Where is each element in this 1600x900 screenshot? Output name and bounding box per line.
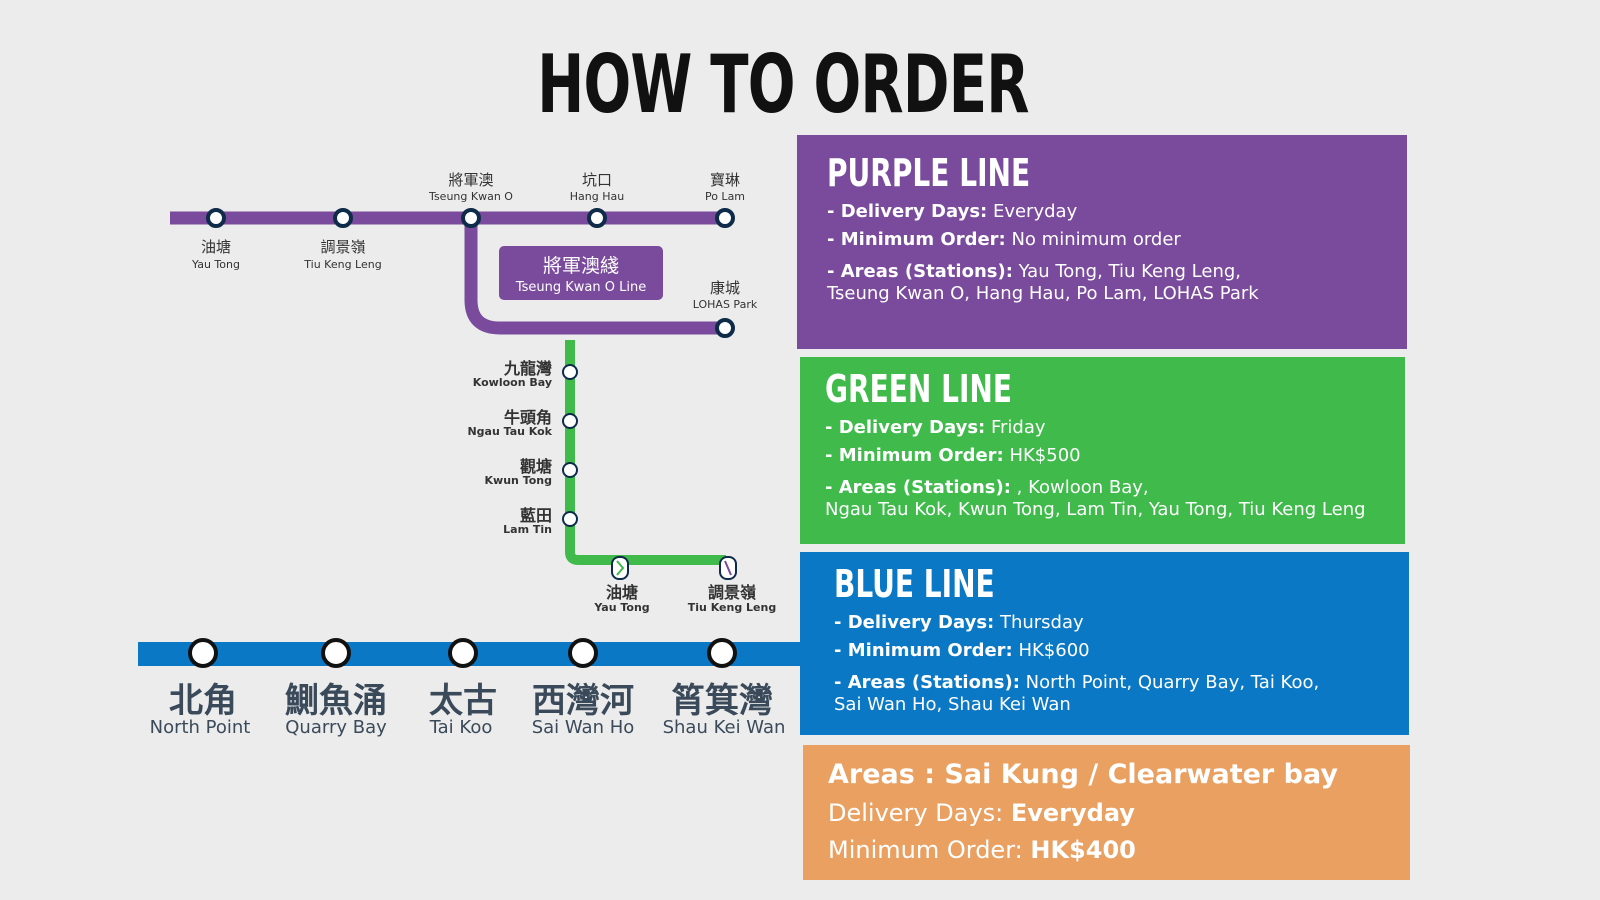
station-node-tseung-kwan-o <box>461 208 481 228</box>
sai-kung-delivery-row: Delivery Days: Everyday <box>828 799 1135 827</box>
blue-line-label-bg <box>138 664 800 754</box>
station-en-ngau-tau-kok: Ngau Tau Kok <box>467 425 552 438</box>
station-node-tiu-keng-leng-purple <box>333 208 353 228</box>
station-node-north-point <box>188 638 218 668</box>
purple-line-branch <box>464 218 725 335</box>
mtr-route-map: 將軍澳綫 Tseung Kwan O Line 油塘 Yau Tong 調景嶺 … <box>138 171 800 754</box>
purple-delivery-row: - Delivery Days: Everyday <box>827 201 1078 222</box>
station-node-tai-koo <box>448 638 478 668</box>
station-en-north-point: North Point <box>150 717 251 738</box>
station-en-quarry-bay: Quarry Bay <box>285 717 387 738</box>
purple-line-heading: PURPLE LINE <box>827 151 1031 195</box>
green-line-track <box>565 340 726 565</box>
tko-line-en: Tseung Kwan O Line <box>515 280 646 295</box>
green-delivery-row: - Delivery Days: Friday <box>825 417 1046 438</box>
station-en-yau-tong-green: Yau Tong <box>593 601 649 614</box>
station-en-tai-koo: Tai Koo <box>429 717 493 738</box>
sai-kung-areas: Areas : Sai Kung / Clearwater bay <box>828 759 1338 790</box>
blue-areas-row: - Areas (Stations): North Point, Quarry … <box>834 672 1320 693</box>
station-node-po-lam <box>715 208 735 228</box>
station-zh-kwun-tong: 觀塘 <box>520 457 552 476</box>
station-en-po-lam: Po Lam <box>705 190 745 203</box>
purple-line-panel: PURPLE LINE - Delivery Days: Everyday - … <box>797 135 1407 349</box>
blue-minimum-row: - Minimum Order: HK$600 <box>834 640 1090 661</box>
blue-areas-line2: Sai Wan Ho, Shau Kei Wan <box>834 694 1071 715</box>
page-title: HOW TO ORDER <box>537 38 1029 131</box>
green-line-heading: GREEN LINE <box>825 367 1013 411</box>
station-node-kwun-tong <box>562 462 578 478</box>
tko-line-zh: 將軍澳綫 <box>543 255 619 277</box>
station-en-tiu-keng-leng-green: Tiu Keng Leng <box>688 601 776 614</box>
station-en-kowloon-bay: Kowloon Bay <box>473 376 552 389</box>
blue-delivery-row: - Delivery Days: Thursday <box>834 612 1084 633</box>
station-zh-lohas-park: 康城 <box>710 279 740 297</box>
station-zh-ngau-tau-kok: 牛頭角 <box>504 408 552 427</box>
station-en-kwun-tong: Kwun Tong <box>485 474 552 487</box>
station-zh-yau-tong-purple: 油塘 <box>201 238 231 256</box>
station-en-sai-wan-ho: Sai Wan Ho <box>532 717 635 738</box>
green-areas-row: - Areas (Stations): , Kowloon Bay, <box>825 477 1149 498</box>
station-zh-kowloon-bay: 九龍灣 <box>503 359 552 378</box>
station-zh-lam-tin: 藍田 <box>520 506 552 525</box>
station-node-sai-wan-ho <box>568 638 598 668</box>
purple-areas-line2: Tseung Kwan O, Hang Hau, Po Lam, LOHAS P… <box>827 283 1259 304</box>
sai-kung-panel: Areas : Sai Kung / Clearwater bay Delive… <box>803 745 1410 880</box>
station-zh-yau-tong-green: 油塘 <box>606 583 638 602</box>
station-en-lohas-park: LOHAS Park <box>693 298 758 311</box>
station-zh-tiu-keng-leng-green: 調景嶺 <box>708 583 756 602</box>
station-node-shau-kei-wan <box>707 638 737 668</box>
station-zh-tseung-kwan-o: 將軍澳 <box>448 171 493 189</box>
station-zh-po-lam: 寶琳 <box>710 171 740 189</box>
station-node-quarry-bay <box>321 638 351 668</box>
purple-minimum-row: - Minimum Order: No minimum order <box>827 229 1181 250</box>
station-zh-tai-koo: 太古 <box>429 681 497 721</box>
station-en-yau-tong-purple: Yau Tong <box>191 258 240 271</box>
station-zh-hang-hau: 坑口 <box>582 171 612 189</box>
sai-kung-minimum-row: Minimum Order: HK$400 <box>828 836 1136 864</box>
station-en-lam-tin: Lam Tin <box>503 523 552 536</box>
tko-line-badge <box>499 246 663 300</box>
station-en-tiu-keng-leng-purple: Tiu Keng Leng <box>303 258 381 271</box>
blue-line-panel: BLUE LINE - Delivery Days: Thursday - Mi… <box>800 552 1409 735</box>
station-node-hang-hau <box>587 208 607 228</box>
station-en-shau-kei-wan: Shau Kei Wan <box>663 717 786 738</box>
station-en-tseung-kwan-o: Tseung Kwan O <box>428 190 513 203</box>
station-node-lam-tin <box>562 511 578 527</box>
station-zh-tiu-keng-leng-purple: 調景嶺 <box>320 238 365 256</box>
station-en-hang-hau: Hang Hau <box>570 190 624 203</box>
green-minimum-row: - Minimum Order: HK$500 <box>825 445 1081 466</box>
green-line-panel: GREEN LINE - Delivery Days: Friday - Min… <box>800 357 1405 544</box>
station-node-yau-tong-green <box>611 556 629 580</box>
station-zh-shau-kei-wan: 筲箕灣 <box>671 681 773 721</box>
station-zh-quarry-bay: 鰂魚涌 <box>285 681 387 721</box>
station-zh-north-point: 北角 <box>169 681 237 721</box>
station-node-yau-tong-purple <box>206 208 226 228</box>
station-node-kowloon-bay <box>562 364 578 380</box>
station-node-lohas-park <box>715 318 735 338</box>
purple-areas-row: - Areas (Stations): Yau Tong, Tiu Keng L… <box>827 261 1241 282</box>
green-areas-line2: Ngau Tau Kok, Kwun Tong, Lam Tin, Yau To… <box>825 499 1366 520</box>
station-node-ngau-tau-kok <box>562 413 578 429</box>
station-zh-sai-wan-ho: 西灣河 <box>532 681 634 721</box>
blue-line-heading: BLUE LINE <box>834 562 995 606</box>
